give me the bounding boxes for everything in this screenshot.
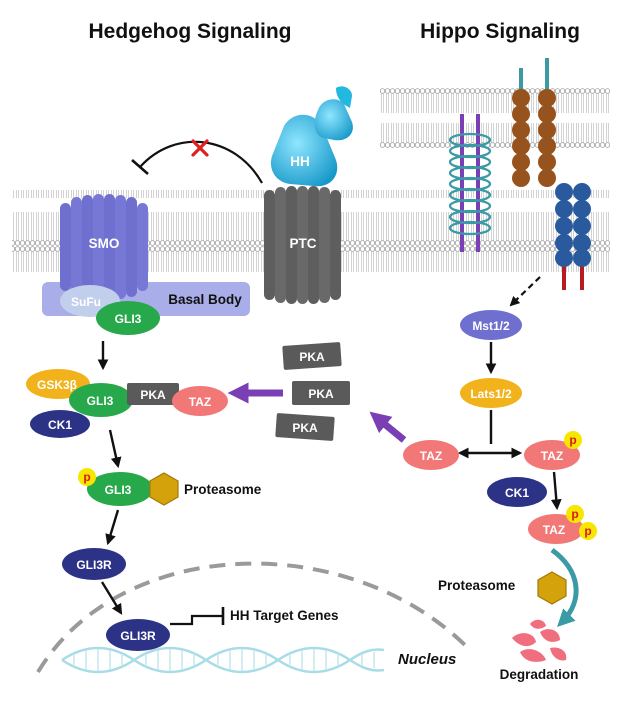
lats-node xyxy=(460,378,522,408)
proteasome-right-icon xyxy=(537,571,567,605)
gli3-top-label: GLI3 xyxy=(115,312,142,326)
arrow-into-nucleus xyxy=(100,581,123,615)
gli3-top-node xyxy=(96,301,160,335)
pka-free-1-label: PKA xyxy=(299,350,325,364)
hedgehog-title: Hedgehog Signaling xyxy=(89,20,292,43)
gli3r-2-node xyxy=(106,619,170,651)
ptc-receptor xyxy=(264,186,341,304)
proteasome-left-icon xyxy=(149,472,179,506)
arrow-complex-down xyxy=(108,429,122,469)
phospho-gli3-label: p xyxy=(83,470,90,484)
taz-free-node xyxy=(403,440,459,470)
hh-label: HH xyxy=(290,154,310,169)
taz-p1-label: TAZ xyxy=(541,449,563,463)
phospho-taz1-icon xyxy=(564,431,582,449)
degradation-fragments-icon xyxy=(512,619,567,662)
taz-p2-label: TAZ xyxy=(543,523,565,537)
repression-line xyxy=(170,614,223,626)
ck1-left-node xyxy=(30,410,90,438)
taz-p1-node xyxy=(524,440,580,470)
taz-complex-label: TAZ xyxy=(189,395,211,409)
ptc-label: PTC xyxy=(290,236,317,251)
gli3r-1-node xyxy=(62,548,126,580)
gli3-p-label: GLI3 xyxy=(105,483,132,497)
hippo-receptor-coil xyxy=(448,114,492,252)
gli3r-1-label: GLI3R xyxy=(76,558,112,572)
gsk3b-label: GSK3β xyxy=(37,378,77,392)
phospho-taz2b-label: p xyxy=(584,524,591,538)
degradation-label: Degradation xyxy=(500,667,579,682)
arrow-receptor-to-mst xyxy=(509,276,541,307)
mst-label: Mst1/2 xyxy=(472,319,510,333)
gli3-p-node xyxy=(87,472,153,506)
mst-node xyxy=(460,310,522,340)
arrow-taz-to-ptaz xyxy=(550,471,562,511)
basal-body-label: Basal Body xyxy=(168,292,242,307)
smo-receptor xyxy=(60,194,148,300)
gli3-mid-node xyxy=(69,383,133,417)
hippo-receptor-brown xyxy=(512,58,556,187)
phospho-taz2a-icon xyxy=(566,505,584,523)
pka-free-1-node xyxy=(282,342,342,370)
ck1-right-label: CK1 xyxy=(505,486,529,500)
pka-free-3-node xyxy=(275,413,335,441)
hh-ligand-fragment-icon xyxy=(336,86,352,108)
hh-target-genes-label: HH Target Genes xyxy=(230,608,339,623)
taz-complex-node xyxy=(172,386,228,416)
gli3r-2-label: GLI3R xyxy=(120,629,156,643)
ck1-right-node xyxy=(487,477,547,507)
inhibition-bar xyxy=(131,159,149,175)
pka-complex-label: PKA xyxy=(140,388,166,402)
phospho-gli3-icon xyxy=(78,468,96,486)
gli3-mid-label: GLI3 xyxy=(87,394,114,408)
pka-complex-node xyxy=(127,383,179,405)
proteasome-left-label: Proteasome xyxy=(184,482,262,497)
hippo-receptor-blue xyxy=(555,183,591,290)
arrow-to-gli3r xyxy=(105,509,120,546)
taz-p2-node xyxy=(528,514,584,544)
proteasome-right-label: Proteasome xyxy=(438,578,516,593)
pka-free-2-node xyxy=(292,381,350,405)
ck1-left-label: CK1 xyxy=(48,418,72,432)
dna-helix-icon xyxy=(61,646,385,674)
sufu-label: SuFu xyxy=(71,295,101,309)
arrow-taz-to-pka xyxy=(369,411,407,443)
hh-ligand-small-icon xyxy=(314,99,353,141)
phospho-taz1-label: p xyxy=(569,433,576,447)
phospho-taz2b-icon xyxy=(579,522,597,540)
hippo-title: Hippo Signaling xyxy=(420,20,580,43)
arrow-to-degradation xyxy=(550,547,579,627)
cell-membrane-right xyxy=(380,88,610,148)
red-x-mark-icon xyxy=(191,139,209,157)
phospho-taz2a-label: p xyxy=(571,507,578,521)
pka-free-2-label: PKA xyxy=(308,387,334,401)
nucleus-label: Nucleus xyxy=(398,651,456,668)
pka-free-3-label: PKA xyxy=(292,421,318,435)
lats-label: Lats1/2 xyxy=(470,387,512,401)
taz-free-label: TAZ xyxy=(420,449,442,463)
nucleus-boundary xyxy=(36,561,472,674)
smo-label: SMO xyxy=(89,236,120,251)
